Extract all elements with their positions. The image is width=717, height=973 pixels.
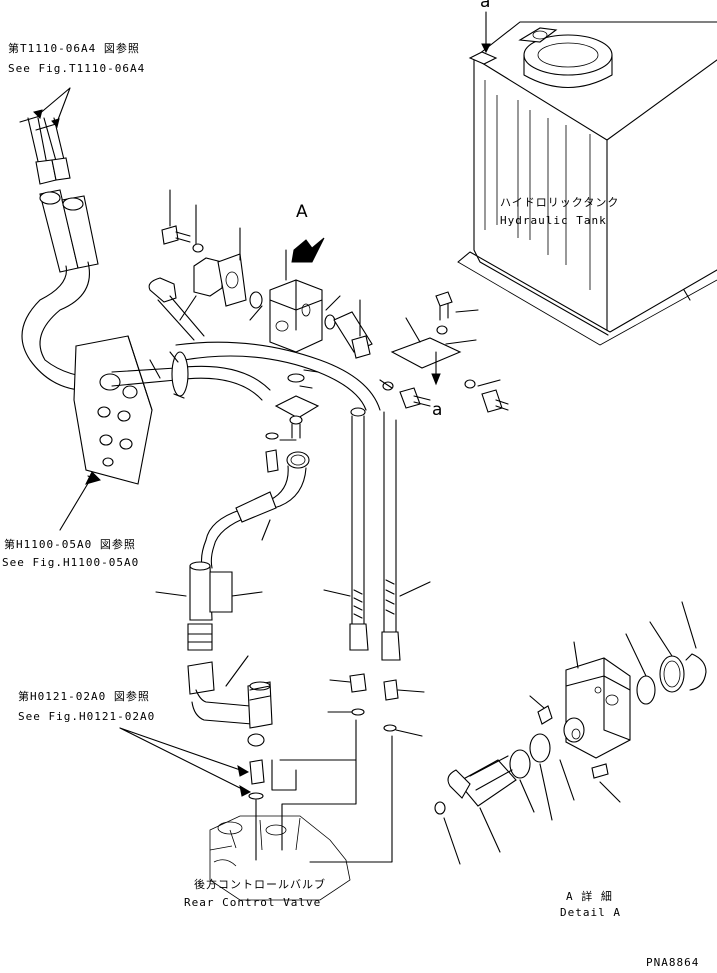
fasteners-center-left (148, 189, 263, 341)
view-a-label: A (296, 202, 308, 222)
detail-a-label-jp: A 詳 細 (566, 890, 613, 903)
detail-a-valve-exploded (434, 601, 707, 865)
ref-fig-h0121-en: See Fig.H0121-02A0 (18, 710, 156, 723)
valve-label-en: Rear Control Valve (184, 896, 322, 909)
valve-label-jp: 後方コントロールバルブ (194, 878, 326, 891)
pipe-route-to-valve (271, 719, 393, 863)
pilot-hoses-upper-left (19, 87, 113, 392)
adapter-stack (119, 727, 265, 861)
view-a-arrow (291, 237, 325, 263)
bracket-and-flange (325, 291, 509, 413)
hose-to-swivel (200, 451, 310, 569)
ref-fig-h0121-jp: 第H0121-02A0 図参照 (18, 690, 150, 703)
ref-fig-h1100-jp: 第H1100-05A0 図参照 (4, 538, 136, 551)
ref-fig-t1110-jp: 第T1110-06A4 図参照 (8, 42, 140, 55)
pilot-valve-block (269, 249, 336, 389)
ref-a-top-marker: a (480, 0, 491, 12)
pilot-lines-center (111, 341, 381, 411)
rear-control-valve (209, 815, 351, 901)
tank-label-en: Hydraulic Tank (500, 214, 607, 227)
ref-a-mid-marker: a (432, 400, 443, 420)
ref-fig-h1100-en: See Fig.H1100-05A0 (2, 556, 140, 569)
swivel-joint (155, 561, 263, 651)
document-code: PNA8864 (646, 956, 700, 969)
detail-a-label-en: Detail A (560, 906, 621, 919)
elbow-fitting (187, 655, 273, 729)
long-hoses-center (323, 407, 431, 661)
hydraulic-tank (457, 21, 717, 346)
pilot-manifold-block (59, 335, 153, 531)
small-flange (265, 395, 320, 473)
nipple-fittings (327, 673, 425, 737)
tank-label-jp: ハイドロリックタンク (500, 196, 620, 209)
ref-fig-t1110-en: See Fig.T1110-06A4 (8, 62, 146, 75)
